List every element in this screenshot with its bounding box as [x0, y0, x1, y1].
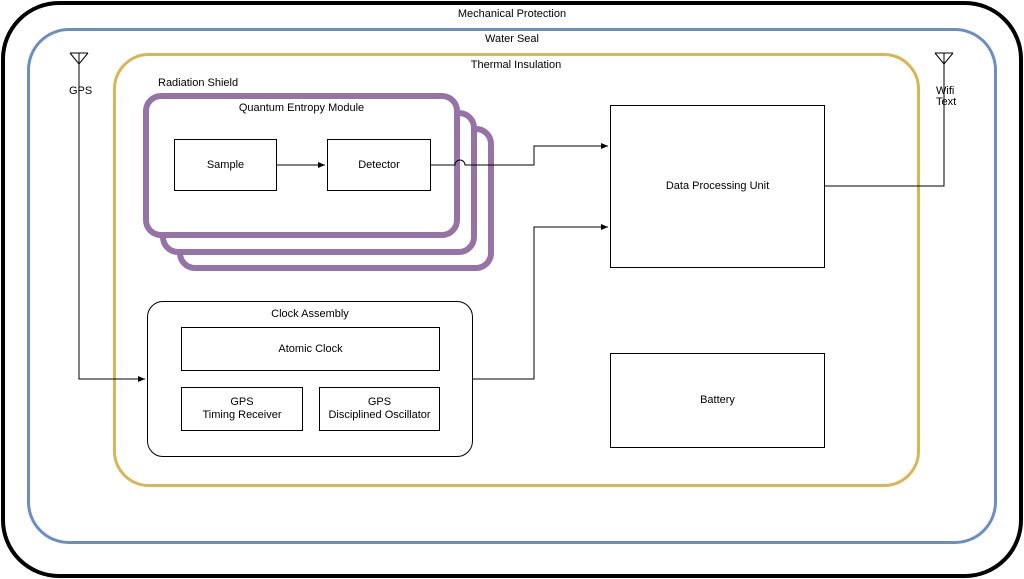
gps-disciplined-oscillator-line2: Disciplined Oscillator	[328, 409, 431, 421]
quantum-entropy-module-title: Quantum Entropy Module	[238, 102, 365, 114]
battery-label: Battery	[700, 394, 735, 406]
wifi-antenna-icon	[934, 52, 954, 65]
gps-timing-receiver-box	[181, 387, 303, 431]
clock-to-dpu-connector	[473, 224, 608, 380]
radiation-shield-label: Radiation Shield	[158, 77, 239, 89]
clock-assembly-title: Clock Assembly	[271, 308, 349, 320]
mechanical-protection-label: Mechanical Protection	[457, 8, 567, 20]
atomic-clock-label: Atomic Clock	[278, 342, 343, 355]
sample-box	[174, 139, 277, 191]
detector-box	[327, 139, 431, 191]
gps-disciplined-oscillator-box	[319, 387, 440, 431]
gps-antenna-label: GPS	[69, 85, 93, 97]
gps-timing-receiver-line2: Timing Receiver	[202, 409, 282, 421]
detector-label: Detector	[358, 158, 400, 171]
gps-disciplined-oscillator-label: GPS Disciplined Oscillator	[319, 387, 440, 431]
gps-antenna-icon	[69, 52, 89, 65]
wifi-antenna-label-line1: Wifi	[936, 85, 955, 97]
detector-to-dpu-connector	[431, 143, 608, 166]
battery-box	[610, 353, 825, 448]
thermal-insulation-enclosure	[113, 53, 920, 487]
water-seal-label: Water Seal	[484, 33, 539, 45]
gps-timing-receiver-label: GPS Timing Receiver	[181, 387, 303, 431]
wifi-antenna-label-line2: Text	[936, 96, 957, 108]
gps-to-clock-connector	[78, 64, 145, 382]
gps-disciplined-oscillator-line1: GPS	[367, 396, 392, 408]
atomic-clock-box	[181, 327, 440, 371]
data-processing-unit-box	[610, 105, 825, 268]
data-processing-unit-label: Data Processing Unit	[665, 180, 770, 192]
dpu-to-wifi-connector	[825, 64, 945, 187]
gps-timing-receiver-line1: GPS	[230, 396, 254, 408]
sample-label: Sample	[206, 158, 245, 171]
thermal-insulation-label: Thermal Insulation	[470, 59, 562, 71]
water-seal-enclosure	[27, 28, 997, 544]
